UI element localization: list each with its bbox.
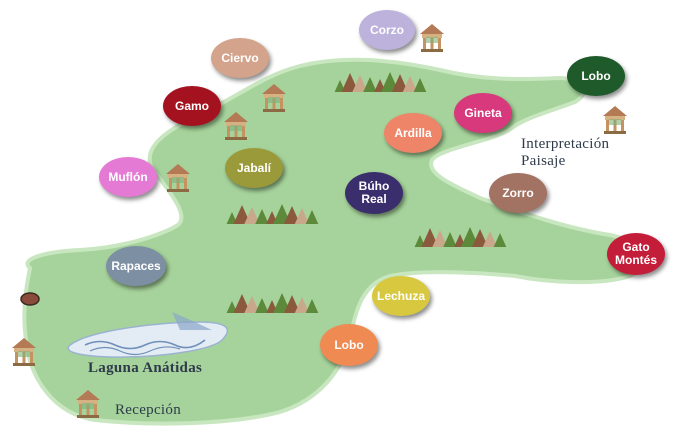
gazebo-icon bbox=[262, 84, 286, 112]
badge-muflon[interactable]: Muflón bbox=[99, 157, 157, 197]
badge-buho-real[interactable]: Búho Real bbox=[345, 172, 403, 214]
tree-icon bbox=[391, 74, 409, 92]
badge-jabali[interactable]: Jabalí bbox=[225, 148, 283, 188]
tree-icon bbox=[305, 210, 319, 224]
tree-icon bbox=[283, 206, 301, 224]
tree-icon bbox=[255, 209, 269, 224]
tree-icon bbox=[363, 77, 377, 92]
gazebo-icon bbox=[12, 338, 36, 366]
badge-rapaces[interactable]: Rapaces bbox=[106, 246, 166, 286]
entrance-marker bbox=[20, 292, 40, 306]
tree-icon bbox=[283, 295, 301, 313]
badge-corzo[interactable]: Corzo bbox=[359, 10, 415, 50]
badge-ardilla[interactable]: Ardilla bbox=[384, 113, 442, 153]
tree-icon bbox=[244, 296, 260, 313]
badge-zorro[interactable]: Zorro bbox=[489, 173, 547, 213]
badge-gamo[interactable]: Gamo bbox=[163, 86, 221, 126]
tree-icon bbox=[471, 229, 489, 247]
tree-icon bbox=[233, 205, 251, 224]
tree-icon bbox=[432, 230, 448, 247]
trees-north bbox=[334, 72, 427, 92]
tree-icon bbox=[233, 294, 251, 313]
badge-gineta[interactable]: Gineta bbox=[454, 93, 512, 133]
tree-icon bbox=[402, 76, 418, 92]
label-laguna-anatidas: Laguna Anátidas bbox=[88, 360, 203, 376]
badge-lobo-south[interactable]: Lobo bbox=[320, 324, 378, 366]
gazebo-icon bbox=[420, 24, 444, 52]
tree-icon bbox=[443, 232, 457, 247]
tree-icon bbox=[226, 301, 238, 313]
tree-icon bbox=[294, 297, 310, 313]
tree-icon bbox=[341, 73, 359, 92]
gazebo-icon bbox=[603, 106, 627, 134]
badge-ciervo[interactable]: Ciervo bbox=[211, 38, 269, 78]
tree-icon bbox=[244, 207, 260, 224]
tree-icon bbox=[414, 235, 426, 247]
tree-icon bbox=[305, 299, 319, 313]
trees-center bbox=[226, 204, 319, 224]
tree-icon bbox=[413, 78, 427, 92]
label-interpretacion-paisaje: Interpretación Paisaje bbox=[521, 136, 610, 169]
tree-icon bbox=[334, 80, 346, 92]
lake bbox=[67, 312, 229, 358]
trees-east bbox=[414, 227, 507, 247]
tree-icon bbox=[493, 233, 507, 247]
gazebo-icon bbox=[76, 390, 100, 418]
tree-icon bbox=[482, 231, 498, 247]
gazebo-icon bbox=[224, 112, 248, 140]
gazebo-icon bbox=[166, 164, 190, 192]
label-recepcion: Recepción bbox=[115, 402, 182, 418]
badge-lobo-north[interactable]: Lobo bbox=[567, 56, 625, 96]
tree-icon bbox=[352, 75, 368, 92]
badge-gato-montes[interactable]: Gato Montés bbox=[607, 233, 665, 275]
tree-icon bbox=[421, 228, 439, 247]
tree-icon bbox=[226, 212, 238, 224]
trees-south bbox=[226, 293, 319, 313]
badge-lechuza[interactable]: Lechuza bbox=[372, 276, 430, 316]
tree-icon bbox=[294, 208, 310, 224]
tree-icon bbox=[255, 298, 269, 313]
